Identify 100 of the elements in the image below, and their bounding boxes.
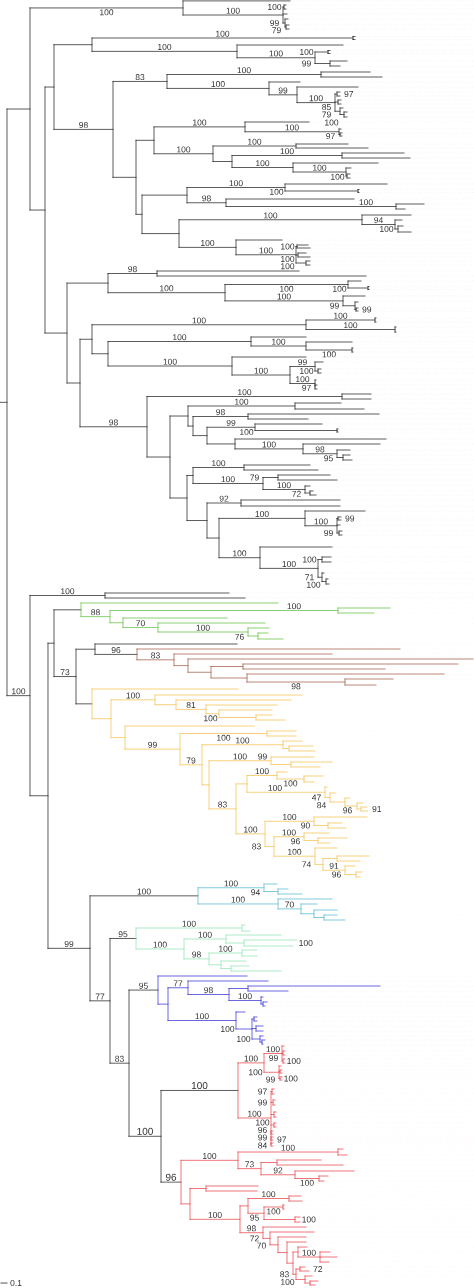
bootstrap-value: 70 <box>284 901 295 908</box>
bootstrap-value: 100 <box>194 1012 210 1020</box>
bootstrap-value: 100 <box>202 1152 217 1160</box>
bootstrap-value: 100 <box>254 767 270 775</box>
bootstrap-value: 100 <box>254 510 270 518</box>
bootstrap-value: 100 <box>279 147 295 155</box>
bootstrap-value: 100 <box>276 293 292 300</box>
bootstrap-value: 100 <box>265 1045 281 1053</box>
bootstrap-value: 100 <box>176 146 191 153</box>
bootstrap-value: 100 <box>261 1190 276 1198</box>
bootstrap-value: 100 <box>295 375 310 383</box>
bootstrap-value: 99 <box>269 19 280 27</box>
bootstrap-value: 95 <box>138 982 149 990</box>
bootstrap-value: 96 <box>331 871 342 878</box>
bootstrap-value: 99 <box>257 1134 268 1141</box>
bootstrap-value: 77 <box>94 993 106 1000</box>
bootstrap-value: 100 <box>308 94 324 102</box>
bootstrap-value: 100 <box>281 829 297 836</box>
bootstrap-value: 100 <box>279 285 294 293</box>
bootstrap-value: 100 <box>268 50 284 57</box>
bootstrap-value: 94 <box>373 216 384 224</box>
bootstrap-value: 100 <box>99 8 114 16</box>
bootstrap-value: 100 <box>267 784 283 792</box>
bootstrap-value: 100 <box>236 1035 251 1043</box>
bootstrap-value: 100 <box>287 848 302 856</box>
bootstrap-value: 100 <box>225 7 241 15</box>
bootstrap-value: 98 <box>314 446 326 453</box>
bootstrap-value: 100 <box>276 481 292 489</box>
bootstrap-value: 100 <box>255 1119 270 1126</box>
bootstrap-value: 100 <box>228 179 244 187</box>
bootstrap-value: 100 <box>157 43 172 51</box>
bootstrap-value: 100 <box>220 475 236 483</box>
bootstrap-value: 79 <box>249 474 260 481</box>
bootstrap-value: 96 <box>165 1173 177 1182</box>
bootstrap-value: 76 <box>234 633 245 641</box>
bootstrap-value: 100 <box>306 581 321 589</box>
bootstrap-value: 98 <box>201 195 212 202</box>
bootstrap-value: 98 <box>246 1224 257 1232</box>
bootstrap-value: 83 <box>114 1055 125 1063</box>
bootstrap-value: 100 <box>302 556 317 563</box>
bootstrap-value: 100 <box>248 1068 263 1076</box>
bootstrap-value: 100 <box>211 459 226 467</box>
bootstrap-value: 92 <box>218 495 230 503</box>
bootstrap-value: 100 <box>159 284 174 292</box>
bootstrap-value: 99 <box>323 529 334 537</box>
bootstrap-value: 96 <box>110 646 122 654</box>
bootstrap-value: 100 <box>192 119 207 126</box>
bootstrap-value: 100 <box>301 1216 317 1223</box>
bootstrap-value: 98 <box>215 408 226 416</box>
bootstrap-value: 100 <box>321 350 337 358</box>
bootstrap-value: 99 <box>301 60 312 67</box>
bootstrap-value: 100 <box>191 317 207 324</box>
bootstrap-value: 100 <box>243 826 258 833</box>
bootstrap-value: 100 <box>358 198 374 206</box>
bootstrap-value: 74 <box>301 861 312 868</box>
bootstrap-value: 100 <box>181 920 197 928</box>
bootstrap-value: 100 <box>235 737 250 744</box>
bootstrap-value: 83 <box>279 1270 290 1278</box>
bootstrap-value: 100 <box>200 239 215 247</box>
bootstrap-value: 100 <box>218 945 233 953</box>
bootstrap-value: 100 <box>280 255 295 263</box>
bootstrap-value: 100 <box>247 138 262 146</box>
bootstrap-value: 100 <box>60 587 75 595</box>
bootstrap-value: 98 <box>78 121 89 129</box>
bootstrap-value: 100 <box>136 1127 154 1136</box>
bootstrap-value: 97 <box>257 1088 268 1095</box>
bootstrap-value: 100 <box>261 441 277 448</box>
bootstrap-value: 100 <box>203 714 218 722</box>
bootstrap-value: 100 <box>190 1081 209 1090</box>
bootstrap-value: 100 <box>239 428 254 436</box>
bootstrap-value: 99 <box>329 302 340 310</box>
bootstrap-value: 100 <box>283 779 298 787</box>
bootstrap-value: 100 <box>207 1211 223 1219</box>
bootstrap-value: 99 <box>63 940 75 948</box>
bootstrap-value: 99 <box>344 515 355 522</box>
bootstrap-value: 100 <box>299 367 314 375</box>
bootstrap-value: 100 <box>220 1025 235 1033</box>
bootstrap-value: 95 <box>249 1214 260 1222</box>
bootstrap-value: 100 <box>271 338 286 346</box>
bootstrap-value: 100 <box>258 247 274 254</box>
bootstrap-value: 100 <box>379 225 394 233</box>
bootstrap-value: 98 <box>108 419 119 426</box>
bootstrap-value: 91 <box>371 805 382 813</box>
bootstrap-value: 100 <box>152 941 168 948</box>
bootstrap-value: 100 <box>223 880 239 887</box>
bootstrap-value: 81 <box>185 701 197 709</box>
bootstrap-value: 99 <box>277 87 289 94</box>
bootstrap-value: 100 <box>281 560 297 568</box>
bootstrap-value: 100 <box>125 692 141 699</box>
bootstrap-value: 100 <box>232 549 247 557</box>
bootstrap-value: 98 <box>127 265 138 273</box>
bootstrap-value: 97 <box>276 1136 287 1143</box>
bootstrap-value: 96 <box>290 837 301 845</box>
bootstrap-value: 83 <box>150 652 161 659</box>
bootstrap-value: 92 <box>272 1167 284 1174</box>
bootstrap-value: 100 <box>267 3 282 11</box>
bootstrap-value: 100 <box>215 30 230 38</box>
bootstrap-value: 77 <box>172 980 184 987</box>
bootstrap-value: 100 <box>280 262 295 270</box>
bootstrap-value: 100 <box>301 1249 317 1257</box>
